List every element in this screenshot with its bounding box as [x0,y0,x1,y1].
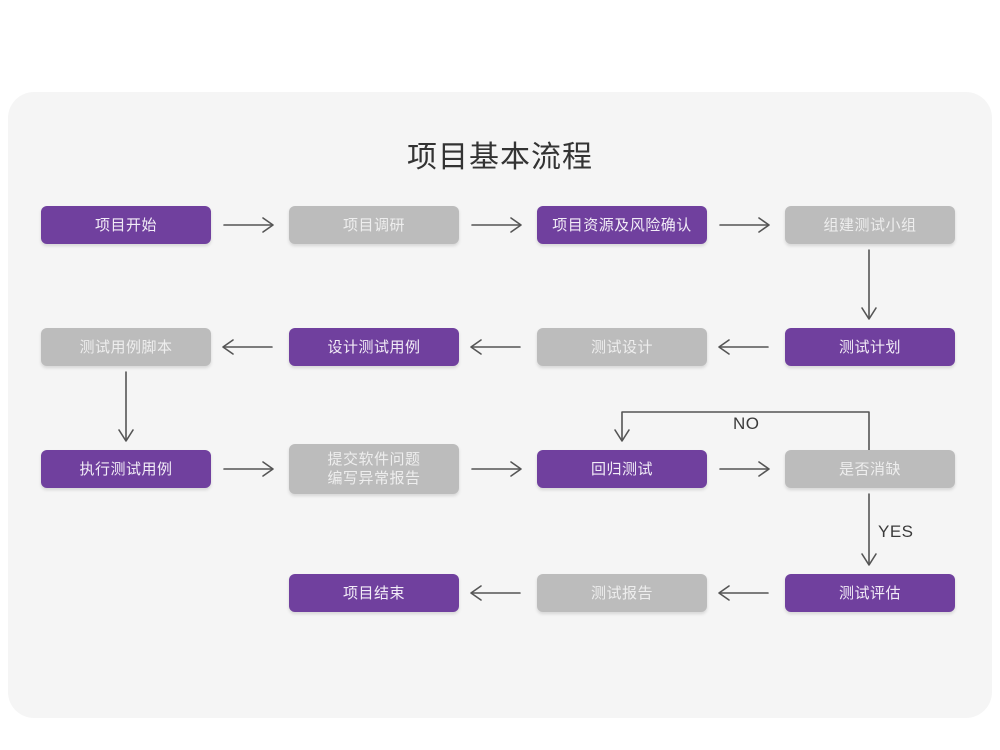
node-project-start[interactable]: 项目开始 [41,206,211,244]
node-design-test-case[interactable]: 设计测试用例 [289,328,459,366]
node-test-design[interactable]: 测试设计 [537,328,707,366]
node-label: 项目开始 [94,216,157,234]
node-label: 组建测试小组 [823,216,917,234]
node-regression-test[interactable]: 回归测试 [537,450,707,488]
node-label: 执行测试用例 [79,460,173,478]
node-label: 测试评估 [838,584,901,602]
node-project-research[interactable]: 项目调研 [289,206,459,244]
page-title: 项目基本流程 [407,141,593,174]
node-test-case-script[interactable]: 测试用例脚本 [41,328,211,366]
node-label: 项目资源及风险确认 [552,216,692,234]
node-test-evaluation[interactable]: 测试评估 [785,574,955,612]
node-label: 测试计划 [838,338,901,356]
node-label: 项目调研 [342,216,405,234]
node-label: 设计测试用例 [327,338,421,356]
node-label: 是否消缺 [838,460,901,478]
node-project-end[interactable]: 项目结束 [289,574,459,612]
node-test-plan[interactable]: 测试计划 [785,328,955,366]
node-resource-risk-confirm[interactable]: 项目资源及风险确认 [537,206,707,244]
node-submit-issue-report[interactable]: 提交软件问题 编写异常报告 [289,444,459,494]
edge-label-yes: YES [878,522,914,541]
node-form-test-team[interactable]: 组建测试小组 [785,206,955,244]
node-label: 回归测试 [590,460,653,478]
node-label: 测试设计 [590,338,653,356]
node-execute-test-case[interactable]: 执行测试用例 [41,450,211,488]
flowchart-card [8,92,992,718]
edge-label-no: NO [733,414,760,433]
node-label: 测试报告 [590,584,653,602]
node-label-multiline: 提交软件问题 编写异常报告 [327,450,420,488]
node-label-line1: 提交软件问题 [327,451,421,468]
node-test-report[interactable]: 测试报告 [537,574,707,612]
node-label: 项目结束 [342,584,405,602]
node-label-line2: 编写异常报告 [327,470,421,487]
node-defect-cleared[interactable]: 是否消缺 [785,450,955,488]
node-label: 测试用例脚本 [79,338,173,356]
